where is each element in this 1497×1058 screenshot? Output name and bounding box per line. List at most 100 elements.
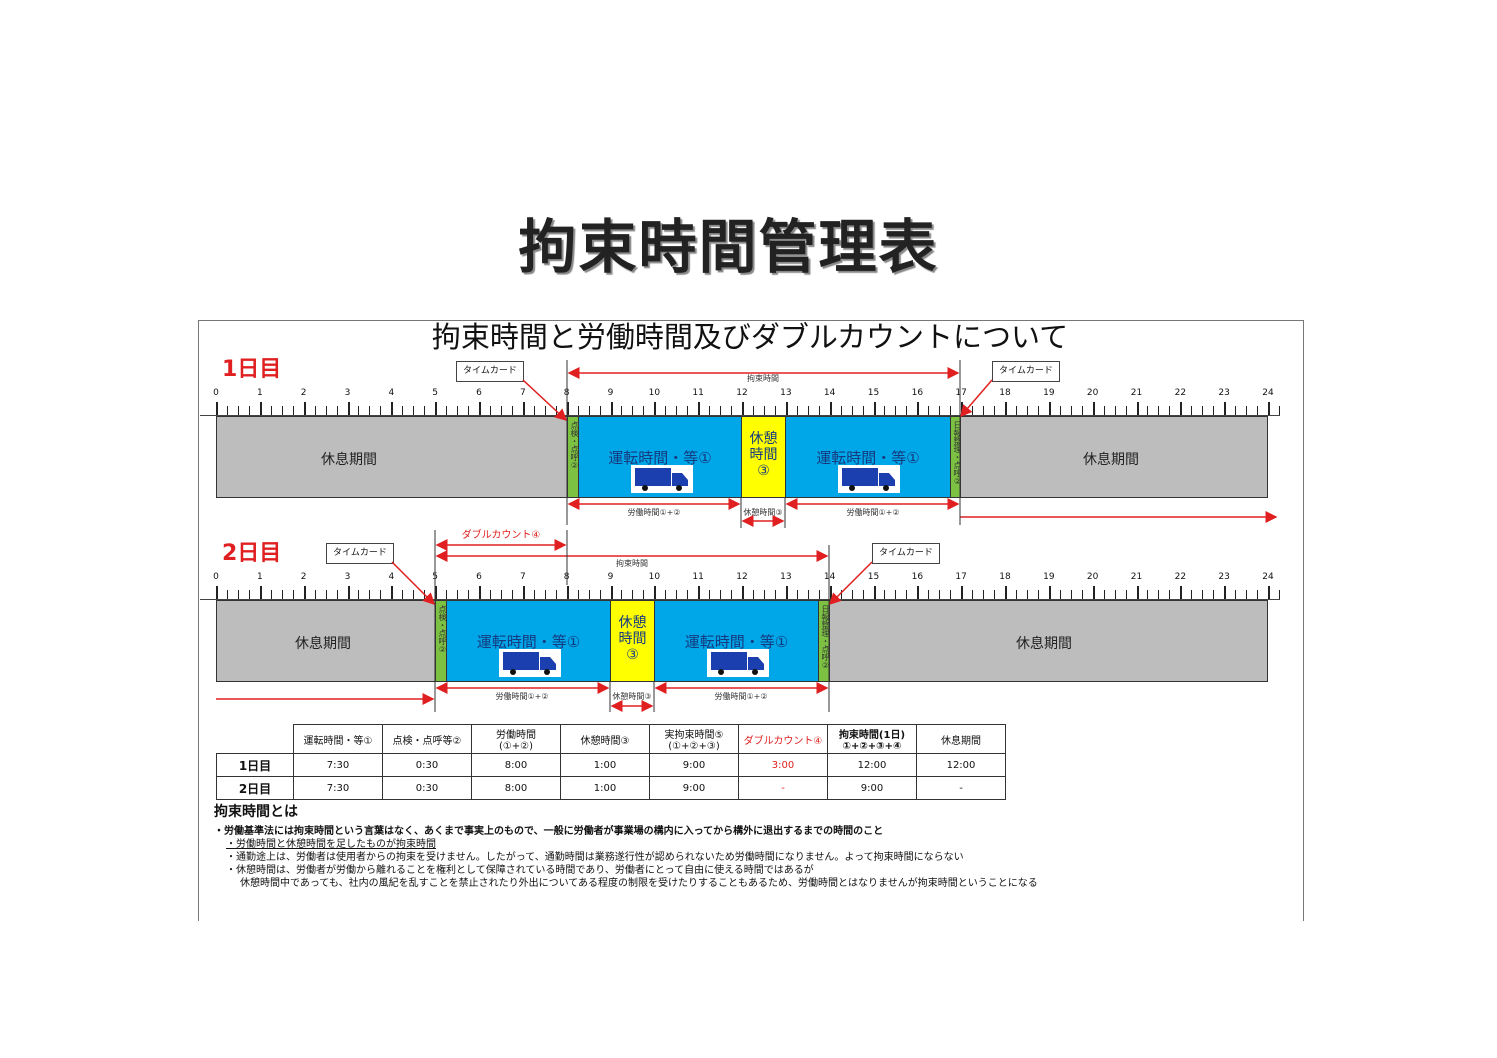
- ruler-tick: [917, 586, 920, 600]
- ruler-tick: [555, 590, 557, 600]
- rest-label: 休息期間: [295, 636, 351, 652]
- ruler-tick: [270, 406, 272, 416]
- ruler-tick: [1246, 406, 1248, 416]
- hour-tick-label: 16: [911, 388, 924, 398]
- day2-timecard-out: タイムカード: [872, 543, 940, 564]
- ruler-tick: [435, 586, 438, 600]
- ruler-tick: [347, 402, 350, 416]
- ruler-tick: [1125, 590, 1127, 600]
- note-line: 休憩時間中であっても、社内の風紀を乱すことを禁止されたり外出についてある程度の制…: [240, 878, 1038, 889]
- ruler-tick: [402, 406, 404, 416]
- ruler-tick: [884, 406, 886, 416]
- ruler-tick: [380, 406, 382, 416]
- ruler-tick: [774, 406, 776, 416]
- ruler-tick: [796, 406, 798, 416]
- ruler-tick: [632, 590, 634, 600]
- timecard-arrow: [522, 379, 568, 422]
- th: 休憩時間③: [560, 724, 650, 754]
- ruler-tick: [698, 586, 701, 600]
- ruler-tick: [314, 590, 316, 600]
- ruler-tick: [1114, 406, 1116, 416]
- ruler-tick: [588, 590, 590, 600]
- ruler-tick: [435, 402, 438, 416]
- hour-tick-label: 23: [1218, 388, 1230, 398]
- ruler-tick: [1070, 590, 1072, 600]
- ruler-tick: [489, 406, 491, 416]
- hour-tick-label: 7: [519, 388, 526, 398]
- truck-icon: [499, 649, 561, 677]
- ruler-tick: [763, 590, 765, 600]
- ruler-tick: [654, 586, 657, 600]
- ruler-tick: [1005, 402, 1007, 416]
- inspect-label: 点検・点呼②: [438, 605, 447, 654]
- double-count-label: ダブルカウント④: [461, 530, 541, 541]
- ruler-tick: [1092, 586, 1095, 600]
- th: 拘束時間(1日) ①+②+③+④: [827, 724, 917, 754]
- ruler-tick: [281, 590, 283, 600]
- day2-drive-am: 運転時間・等①: [446, 600, 611, 682]
- ruler-tick: [1257, 590, 1259, 600]
- ruler-tick: [665, 406, 667, 416]
- ruler-tick: [391, 402, 394, 416]
- hour-tick-label: 6: [476, 572, 482, 582]
- ruler-tick: [994, 590, 996, 600]
- hour-tick-label: 17: [955, 388, 967, 398]
- ruler-tick: [807, 590, 809, 600]
- ruler-tick: [676, 590, 678, 600]
- ruler-tick: [961, 586, 964, 600]
- ruler-tick: [457, 406, 459, 416]
- hour-tick-label: 18: [999, 572, 1011, 582]
- ruler-tick: [237, 590, 239, 600]
- ruler-tick: [742, 586, 744, 600]
- th: ダブルカウント④: [738, 724, 828, 754]
- ruler-tick: [884, 590, 886, 600]
- ruler-tick: [314, 406, 316, 416]
- ruler-tick: [402, 590, 404, 600]
- ruler-tick: [610, 402, 613, 416]
- ruler-tick: [785, 586, 788, 600]
- work-label: 労働時間①+②: [627, 508, 681, 517]
- ruler-tick: [1048, 402, 1051, 416]
- hour-tick-label: 19: [1043, 572, 1055, 582]
- summary-table: 運転時間・等① 点検・点呼等② 労働時間 (①+②) 休憩時間③ 実拘束時間⑤ …: [216, 724, 1006, 800]
- th: 実拘束時間⑤ (①+②+③): [649, 724, 739, 754]
- ruler-tick: [533, 590, 535, 600]
- rest-label: 休息期間: [1016, 636, 1072, 652]
- ruler-tick: [731, 406, 733, 416]
- ruler-tick: [292, 406, 294, 416]
- ruler-tick: [511, 406, 513, 416]
- ruler-tick: [237, 406, 239, 416]
- note-line: ・労働基準法には拘束時間という言葉はなく、あくまで事実上のもので、一般に労働者が…: [214, 826, 884, 837]
- hour-tick-label: 0: [213, 572, 219, 582]
- hour-tick-label: 15: [867, 572, 880, 582]
- ruler-tick: [248, 406, 250, 416]
- hour-tick-label: 23: [1218, 572, 1230, 582]
- hour-tick-label: 18: [999, 388, 1011, 398]
- hour-tick-label: 24: [1262, 572, 1274, 582]
- timecard-arrow: [828, 561, 873, 606]
- ruler-tick: [665, 590, 667, 600]
- ruler-tick: [1169, 406, 1171, 416]
- hour-tick-label: 2: [300, 388, 307, 398]
- break-short-label: 休憩時間③: [743, 508, 783, 517]
- ruler-tick: [1015, 406, 1017, 416]
- truck-icon: [707, 649, 769, 677]
- day1-drive-pm: 運転時間・等①: [785, 416, 951, 498]
- ruler-tick: [731, 590, 733, 600]
- ruler-tick: [1059, 590, 1061, 600]
- ruler-tick: [468, 590, 470, 600]
- ruler-tick: [457, 590, 459, 600]
- hour-tick-label: 13: [780, 388, 792, 398]
- hour-tick-label: 16: [911, 572, 924, 582]
- ruler-tick: [928, 590, 930, 600]
- hour-tick-label: 1: [256, 572, 263, 582]
- end-label: 日報整理・点呼②: [821, 605, 830, 670]
- ruler-tick: [281, 406, 283, 416]
- ruler-tick: [763, 406, 765, 416]
- ruler-tick: [632, 406, 634, 416]
- ruler-tick: [676, 406, 678, 416]
- ruler-tick: [1037, 406, 1039, 416]
- ruler-tick: [1235, 590, 1237, 600]
